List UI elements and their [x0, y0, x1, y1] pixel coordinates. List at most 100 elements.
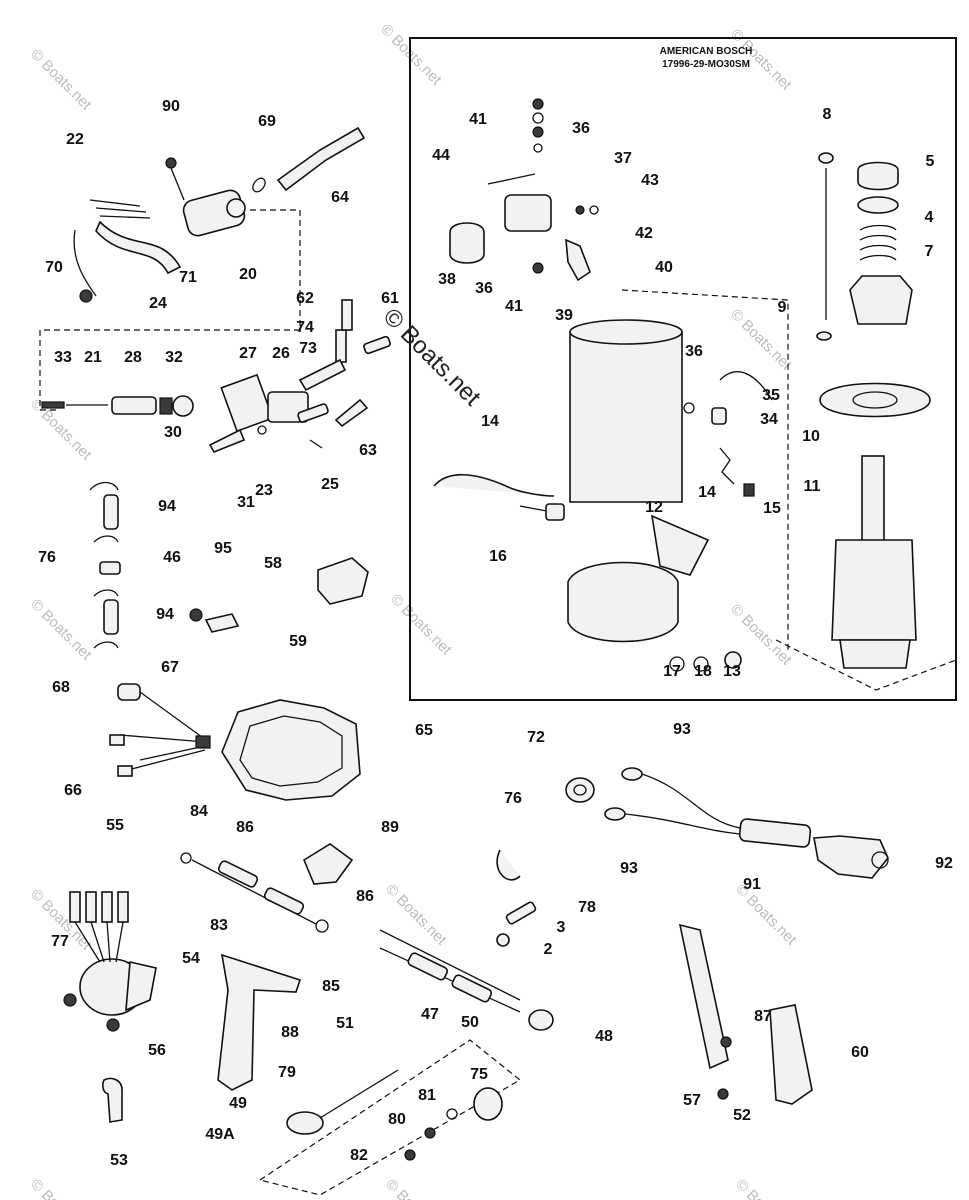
- battery-cable: [604, 767, 889, 879]
- part-number-label: 81: [418, 1087, 436, 1104]
- part-number-label: 87: [754, 1008, 772, 1025]
- watermark-tile: © Boats.net: [27, 46, 95, 114]
- inset-title-line-2: 17996-29-MO30SM: [662, 59, 750, 70]
- part-number-label: 24: [149, 295, 167, 312]
- part-number-label: 3: [557, 919, 566, 936]
- part-number-label: 58: [264, 555, 282, 572]
- part-number-label: 65: [415, 722, 433, 739]
- part-number-label: 76: [504, 790, 522, 807]
- part-number-label: 95: [214, 540, 232, 557]
- part-number-label: 64: [331, 189, 349, 206]
- part-number-label: 91: [743, 876, 761, 893]
- solenoid-assembly: [39, 126, 366, 411]
- part-number-label: 85: [322, 978, 340, 995]
- part-number-label: 7: [925, 243, 934, 260]
- part-number-label: 26: [272, 345, 290, 362]
- part-number-label: 47: [421, 1006, 439, 1023]
- part-number-label: 36: [685, 343, 703, 360]
- part-number-label: 18: [694, 663, 712, 680]
- part-number-label: 11: [804, 478, 821, 495]
- part-number-label: 34: [760, 411, 778, 428]
- fuel-pump-parts: [41, 299, 391, 454]
- watermark-tile: © Boats.net: [732, 1176, 800, 1200]
- part-number-label: 70: [45, 259, 63, 276]
- part-number-label: 28: [124, 349, 142, 366]
- part-number-label: 33: [54, 349, 72, 366]
- part-number-label: 86: [236, 819, 254, 836]
- watermark-tile: © Boats.net: [377, 21, 445, 89]
- part-number-label: 93: [620, 860, 638, 877]
- part-number-label: 55: [106, 817, 124, 834]
- watermark-tile: © Boats.net: [382, 881, 450, 949]
- part-number-label: 14: [481, 413, 499, 430]
- part-number-label: 75: [470, 1066, 488, 1083]
- part-number-label: 35: [762, 387, 780, 404]
- part-number-label: 72: [527, 729, 545, 746]
- part-number-label: 48: [595, 1028, 613, 1045]
- part-number-label: 54: [182, 950, 200, 967]
- clip-connectors: [89, 481, 369, 649]
- part-number-label: 36: [572, 120, 590, 137]
- part-number-label: 50: [461, 1014, 479, 1031]
- part-number-label: 12: [645, 499, 663, 516]
- part-number-label: 71: [179, 269, 197, 286]
- part-number-label: 10: [802, 428, 820, 445]
- part-number-label: 78: [578, 899, 596, 916]
- watermark-tile: © Boats.net: [387, 591, 455, 659]
- inset-title-line-1: AMERICAN BOSCH: [660, 46, 753, 57]
- part-number-label: 49A: [205, 1126, 235, 1143]
- part-number-label: 74: [296, 319, 314, 336]
- part-number-label: 94: [156, 606, 174, 623]
- part-number-label: 93: [673, 721, 691, 738]
- part-number-label: 92: [935, 855, 953, 872]
- starter-motor-parts: [433, 98, 957, 691]
- part-number-label: 13: [723, 663, 741, 680]
- part-number-label: 86: [356, 888, 374, 905]
- part-number-label: 22: [66, 131, 84, 148]
- part-number-label: 4: [925, 209, 934, 226]
- part-number-label: 79: [278, 1064, 296, 1081]
- part-number-label: 60: [851, 1044, 869, 1061]
- part-number-label: 23: [255, 482, 273, 499]
- part-number-label: 38: [438, 271, 456, 288]
- part-number-label: 39: [555, 307, 573, 324]
- watermark-tile: © Boats.net: [727, 306, 795, 374]
- part-number-label: 73: [299, 340, 317, 357]
- part-number-label: 31: [237, 494, 255, 511]
- part-number-label: 53: [110, 1152, 128, 1169]
- part-number-label: 17: [663, 663, 681, 680]
- part-number-label: 61: [381, 290, 399, 307]
- part-number-label: 88: [281, 1024, 299, 1041]
- part-number-label: 46: [163, 549, 181, 566]
- part-number-label: 94: [158, 498, 176, 515]
- part-number-label: 51: [336, 1015, 354, 1032]
- part-number-label: 76: [38, 549, 56, 566]
- watermark-tile: © Boats.net: [27, 1176, 95, 1200]
- part-number-label: 57: [683, 1092, 701, 1109]
- part-number-label: 62: [296, 290, 314, 307]
- stator-assembly: [109, 683, 361, 801]
- part-number-label: 56: [148, 1042, 166, 1059]
- part-number-label: 44: [432, 147, 450, 164]
- part-number-label: 77: [51, 933, 69, 950]
- part-number-label: 90: [162, 98, 180, 115]
- part-number-label: 43: [641, 172, 659, 189]
- choke-parts: [258, 1039, 522, 1196]
- part-number-label: 67: [161, 659, 179, 676]
- part-number-label: 27: [239, 345, 257, 362]
- part-number-label: 52: [733, 1107, 751, 1124]
- part-number-label: 15: [763, 500, 781, 517]
- part-number-label: 25: [321, 476, 339, 493]
- part-number-label: 66: [64, 782, 82, 799]
- part-number-label: 83: [210, 917, 228, 934]
- part-number-label: 30: [164, 424, 182, 441]
- part-number-label: 5: [926, 153, 935, 170]
- part-number-label: 63: [359, 442, 377, 459]
- starter-inset-box: [409, 37, 957, 701]
- part-number-label: 9: [778, 299, 787, 316]
- part-number-label: 40: [655, 259, 673, 276]
- part-number-label: 84: [190, 803, 208, 820]
